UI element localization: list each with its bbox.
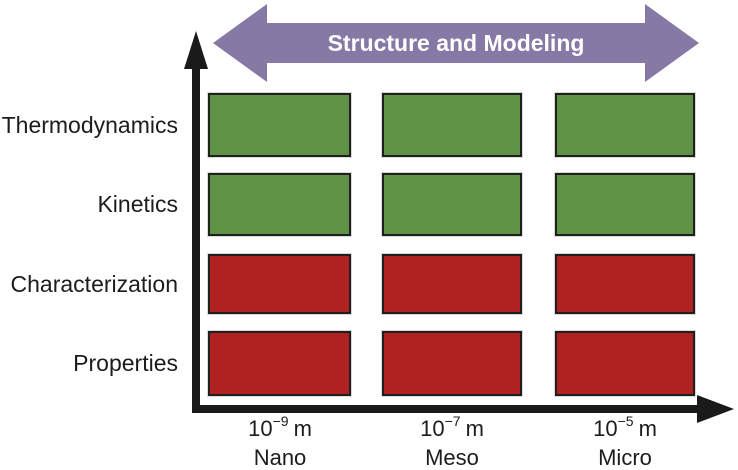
column-name-meso: Meso [425,445,479,470]
cell-thermodynamics-meso [382,93,522,157]
cell-thermodynamics-micro [555,93,695,157]
scale-unit: m [638,416,657,441]
scale-unit: m [293,416,312,441]
row-label-properties: Properties [73,350,178,376]
scale-exponent: −7 [444,412,461,429]
scale-exponent: −9 [272,412,289,429]
row-label-characterization: Characterization [10,271,178,297]
cell-characterization-meso [382,254,522,314]
y-axis-line [192,46,200,413]
cell-thermodynamics-nano [208,93,351,157]
structure-modeling-label: Structure and Modeling [328,30,585,56]
cell-kinetics-meso [382,173,522,236]
structure-modeling-double-arrow [213,4,699,82]
x-axis-arrowhead [697,395,734,423]
cell-properties-micro [555,331,695,396]
scale-mantissa: 10 [420,416,445,441]
cell-characterization-micro [555,254,695,314]
scale-exponent: −5 [617,412,634,429]
cell-kinetics-nano [208,173,351,236]
x-axis-line [192,405,698,413]
column-name-nano: Nano [253,445,307,470]
cell-characterization-nano [208,254,351,314]
cell-properties-meso [382,331,522,396]
scale-mantissa: 10 [248,416,273,441]
column-name-micro: Micro [598,445,652,470]
y-axis-arrowhead [184,31,208,69]
row-label-thermodynamics: Thermodynamics [1,112,178,138]
cell-kinetics-micro [555,173,695,236]
scale-mantissa: 10 [593,416,618,441]
cell-properties-nano [208,331,351,396]
row-label-kinetics: Kinetics [97,191,178,217]
scale-unit: m [465,416,484,441]
